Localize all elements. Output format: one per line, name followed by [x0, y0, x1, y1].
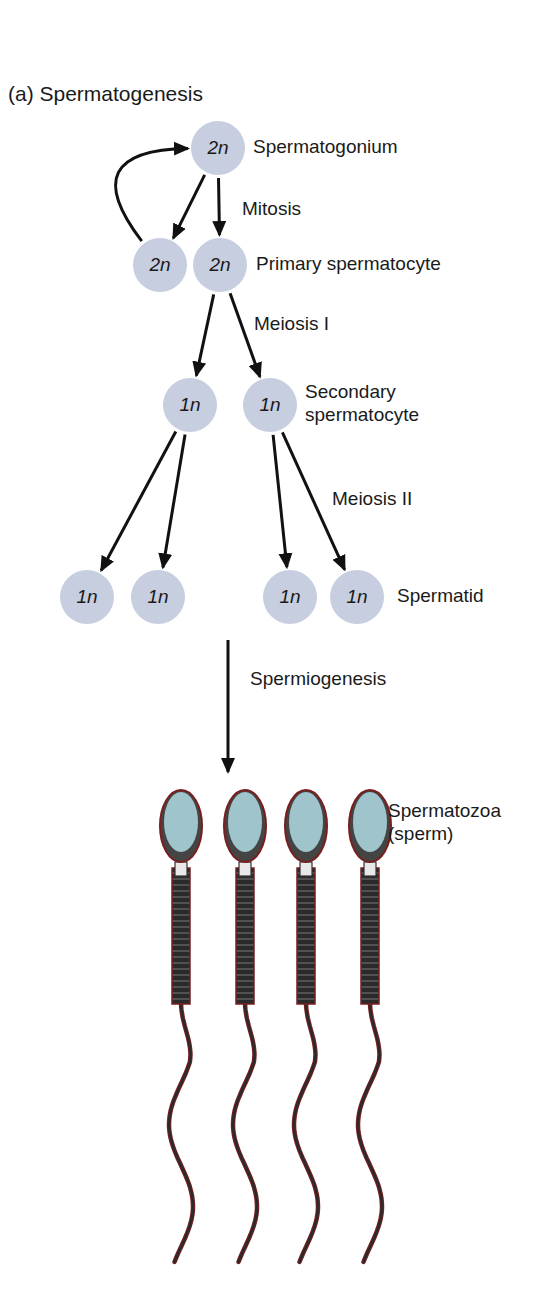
cell-circle: 1n [60, 570, 114, 624]
cell-circle: 1n [263, 570, 317, 624]
stage-arrow [116, 148, 188, 241]
spermiogenesis-arrow [227, 640, 230, 772]
ploidy-label: 2n [149, 254, 170, 276]
division-label: Meiosis II [330, 488, 414, 510]
stage-arrow [273, 435, 287, 567]
stage-arrow [230, 293, 260, 376]
ploidy-label: 1n [147, 586, 168, 608]
stage-label: Spermatid [397, 585, 484, 608]
sperm-cell [349, 790, 391, 1262]
stage-label: Spermatogonium [253, 136, 398, 159]
ploidy-label: 1n [179, 394, 200, 416]
stage-label: Spermiogenesis [250, 668, 386, 691]
stage-label: Secondary spermatocyte [305, 381, 440, 427]
cell-circle: 2n [133, 238, 187, 292]
sperm-drawings [160, 790, 391, 1262]
stage-arrow [163, 435, 185, 568]
cell-circle: 1n [163, 378, 217, 432]
sperm-cell [160, 790, 202, 1262]
ploidy-label: 2n [207, 137, 228, 159]
stage-label: Spermatozoa (sperm) [388, 800, 513, 846]
division-label: Meiosis I [252, 313, 331, 335]
division-label: Mitosis [240, 198, 303, 220]
ploidy-label: 1n [346, 586, 367, 608]
ploidy-label: 1n [279, 586, 300, 608]
ploidy-label: 1n [259, 394, 280, 416]
sperm-cell [285, 790, 327, 1262]
ploidy-label: 2n [209, 254, 230, 276]
cell-circle: 1n [330, 570, 384, 624]
diagram-title: (a) Spermatogenesis [8, 82, 203, 106]
stage-arrow [173, 175, 204, 238]
stage-arrow [196, 294, 213, 375]
sperm-cell [224, 790, 266, 1262]
cell-circle: 1n [131, 570, 185, 624]
cell-circle: 1n [243, 378, 297, 432]
cell-circle: 2n [193, 238, 247, 292]
cell-circle: 2n [191, 121, 245, 175]
stage-arrow [217, 178, 221, 235]
stage-label: Primary spermatocyte [256, 253, 441, 276]
ploidy-label: 1n [76, 586, 97, 608]
